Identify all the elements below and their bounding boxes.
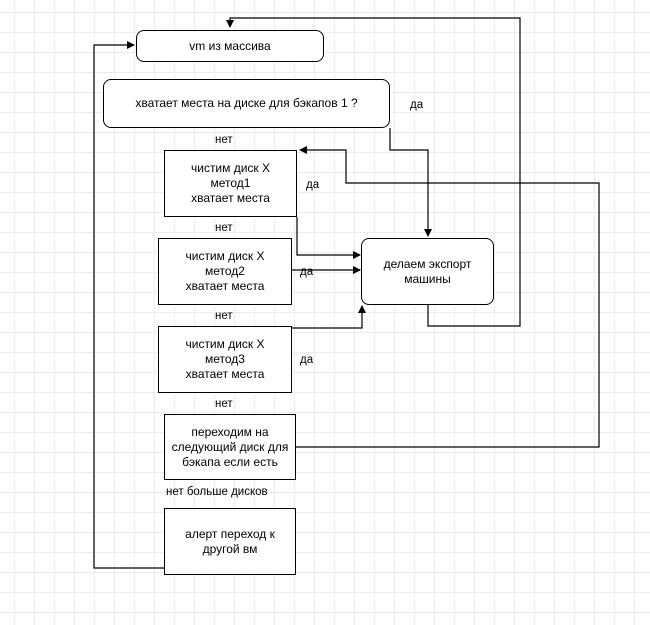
node-clean-disk-method2[interactable]: чистим диск X метод2 хватает места	[158, 238, 292, 305]
edge-nextdisk-to-method1	[296, 146, 600, 448]
node-next-disk[interactable]: переходим на следующий диск для бэкапа е…	[164, 414, 296, 480]
node-vm-from-array[interactable]: vm из массива	[136, 30, 324, 62]
edge-label-no: нет	[215, 222, 233, 234]
node-clean-disk-method1[interactable]: чистим диск X метод1 хватает места	[164, 150, 297, 217]
node-enough-space-question[interactable]: хватает места на диске для бэкапов 1 ?	[103, 79, 390, 128]
edge-label-no: нет	[215, 398, 233, 410]
edge-export-to-vm	[226, 17, 521, 327]
edge-label-no: нет	[215, 134, 233, 146]
node-clean-disk-method3[interactable]: чистим диск X метод3 хватает места	[158, 326, 292, 393]
edge-label-yes: да	[306, 179, 320, 191]
node-export-machine[interactable]: делаем экспорт машины	[361, 238, 494, 305]
edge-label-no-more-disks: нет больше дисков	[166, 486, 268, 498]
edge-alert-to-vm	[93, 41, 164, 569]
edge-label-yes: да	[300, 354, 314, 366]
edge-method3-to-export	[292, 305, 366, 329]
edge-question-to-export	[389, 128, 432, 237]
edge-label-yes: да	[300, 266, 314, 278]
edge-label-yes: да	[410, 99, 424, 111]
edge-label-no: нет	[215, 310, 233, 322]
node-alert-next-vm[interactable]: алерт переход к другой вм	[164, 508, 296, 575]
edge-method1-to-export	[296, 217, 361, 259]
